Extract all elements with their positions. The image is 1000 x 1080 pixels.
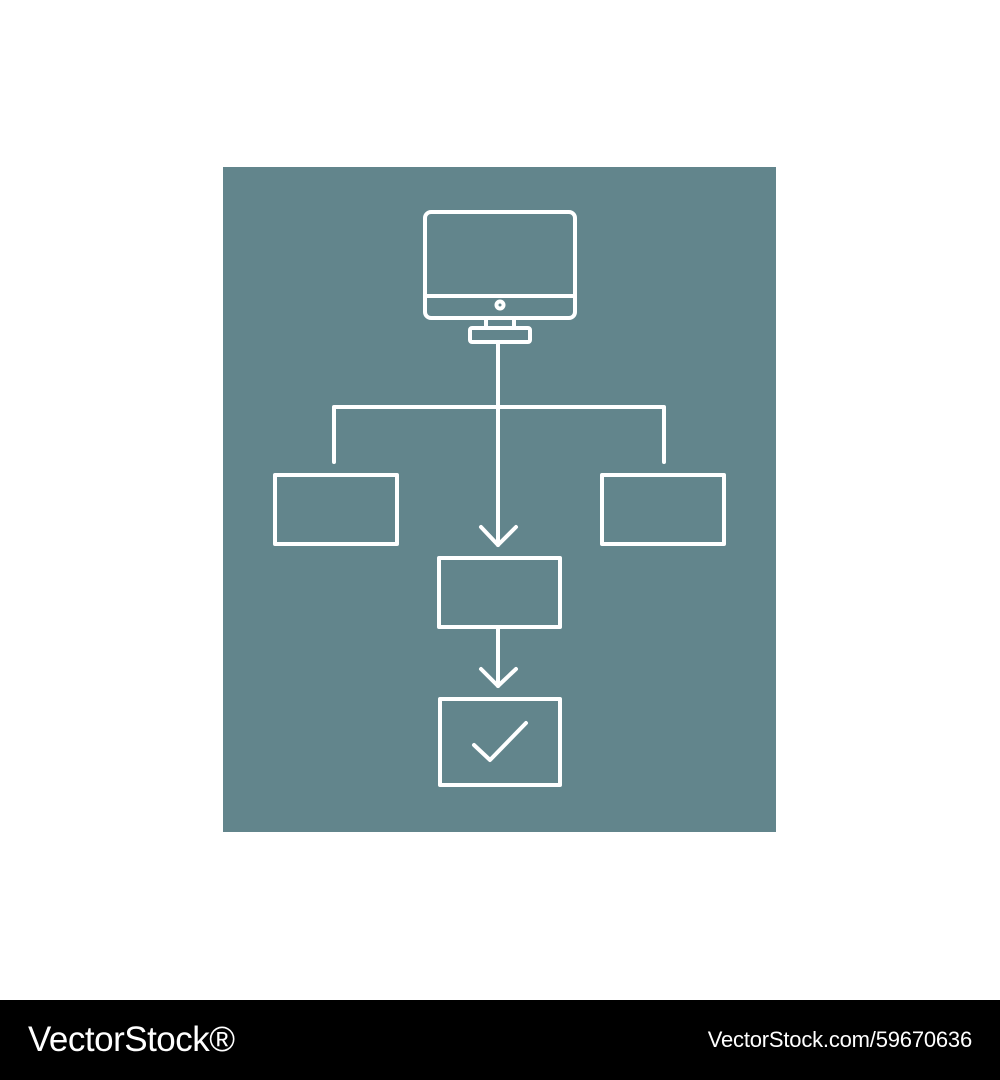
diagram-lines: [273, 210, 726, 787]
stock-id-text: VectorStock.com/59670636: [707, 1027, 972, 1052]
monitor-power-dot: [494, 299, 506, 311]
watermark-footer: VectorStock® VectorStock.com/59670636: [0, 1000, 1000, 1080]
box-right: [600, 473, 726, 546]
arrowhead-to-final: [479, 667, 518, 688]
brand-logo-text: VectorStock®: [28, 1020, 235, 1059]
edge-branch: [332, 405, 666, 464]
box-final: [438, 697, 562, 787]
box-left: [273, 473, 399, 546]
checkmark-icon: [472, 721, 528, 762]
flowchart-diagram: [223, 167, 776, 832]
arrowhead-to-middle: [479, 525, 518, 547]
monitor-icon: [423, 210, 577, 344]
